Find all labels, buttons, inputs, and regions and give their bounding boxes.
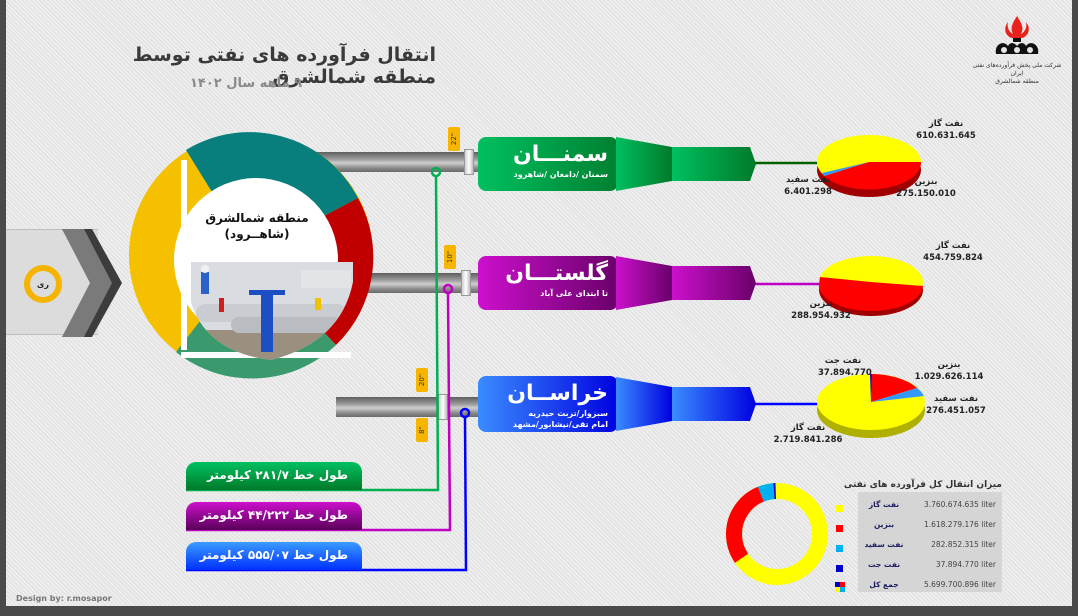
length-pill-semnan: طول خط ۲۸۱/۷ کیلومتر: [186, 462, 362, 490]
funnel-khorasan: [616, 377, 756, 431]
region-cities-2: امام تقی/نیشابور/مشهد: [512, 420, 608, 429]
legend-table: نفت گاز 3.760.674.635 liter بنزین 1.618.…: [858, 492, 1002, 592]
page-title: انتقال فرآورده های نفتی توسط منطقه شمالش…: [132, 44, 436, 88]
pie-chart-khorasan: [817, 374, 925, 438]
infographic-slide: انتقال فرآورده های نفتی توسط منطقه شمالش…: [6, 0, 1072, 606]
pie-label: بنزین 275.150.010: [896, 177, 956, 199]
legend-row: نفت گاز 3.760.674.635 liter: [868, 499, 996, 509]
pie-chart-semnan: [817, 135, 922, 197]
legend-swatch-total: [835, 582, 845, 592]
pie-label: نفت گاز 2.719.841.286: [773, 423, 843, 445]
legend-row: بنزین 1.618.279.176 liter: [873, 519, 996, 529]
region-cities: سبزوار/تربت حیدریه: [528, 409, 608, 418]
legend-swatch: [836, 525, 843, 532]
region-banner-golestan: گلستـــان تا ابتدای علی آباد: [478, 256, 618, 310]
designer-credit: Design by: r.mosapor: [16, 594, 112, 603]
donut-chart-total: [726, 483, 828, 585]
region-banner-khorasan: خراســان سبزوار/تربت حیدریه امام تقی/نیش…: [478, 376, 618, 432]
pipe-size-tag: 8": [416, 418, 428, 442]
pie-chart-golestan: [818, 256, 923, 316]
legend-swatch: [836, 565, 843, 572]
legend-title: میزان انتقال کل فرآورده های نفتی: [843, 480, 1002, 490]
pipe-collar: [461, 270, 471, 296]
company-logo: شرکت ملی پخش فرآورده‌های نفتی ایران منطق…: [972, 14, 1062, 85]
page-subtitle: ۹ ماهه سال ۱۴۰۲: [189, 76, 303, 91]
connector-lines: [186, 161, 821, 572]
legend-swatch: [836, 505, 843, 512]
logo-line-1: شرکت ملی پخش فرآورده‌های نفتی ایران: [972, 62, 1062, 77]
hub-city: (شاهــرود): [224, 227, 290, 241]
hub-name: منطقه شمالشرق: [205, 211, 309, 225]
pie-label: نفت گاز 454.759.824: [923, 241, 983, 263]
logo-line-2: منطقه شمالشرق: [995, 78, 1039, 85]
length-pill-khorasan: طول خط ۵۵۵/۰۷ کیلومتر: [186, 542, 362, 570]
pie-label: بنزین 288.954.932: [791, 299, 851, 321]
entry-badge: ری: [24, 265, 62, 303]
funnel-semnan: [616, 137, 756, 191]
pipe-size-tag: 22": [448, 127, 460, 151]
region-name: خراســان: [507, 381, 608, 406]
region-banner-semnan: سمنـــان سمنان /دامغان /شاهرود: [478, 137, 618, 191]
pie-label: نفت جت 37.894.770: [818, 356, 872, 378]
length-pill-golestan: طول خط ۴۴/۲۲۲ کیلومتر: [186, 502, 362, 530]
chevron-right-icon: [62, 229, 122, 337]
region-cities: تا ابتدای علی آباد: [540, 289, 608, 298]
legend-row: نفت جت 37.894.770 liter: [867, 559, 996, 569]
pipe-size-tag: 10": [444, 245, 456, 269]
legend-row-total: جمع کل 5.699.700.896 liter: [869, 579, 996, 589]
region-cities: سمنان /دامغان /شاهرود: [513, 170, 608, 179]
pie-label: نفت گاز 610.631.645: [916, 119, 976, 141]
pipe-collar: [464, 149, 474, 175]
funnel-golestan: [616, 256, 756, 310]
pipe-size-tag: 20": [416, 368, 428, 392]
pie-label: نفت سفید 276.451.057: [926, 394, 986, 416]
facility-photo: [191, 262, 353, 360]
flame-emblem-icon: [995, 16, 1039, 54]
pie-label: بنزین 1.029.626.114: [914, 360, 984, 382]
region-name: گلستـــان: [505, 261, 608, 286]
hub-label: منطقه شمالشرق (شاهــرود): [192, 210, 322, 242]
region-name: سمنـــان: [513, 142, 608, 167]
legend-swatch: [836, 545, 843, 552]
legend-row: نفت سفید 282.852.315 liter: [864, 539, 996, 549]
pie-label: نفت سفید 6.401.298: [784, 175, 832, 197]
